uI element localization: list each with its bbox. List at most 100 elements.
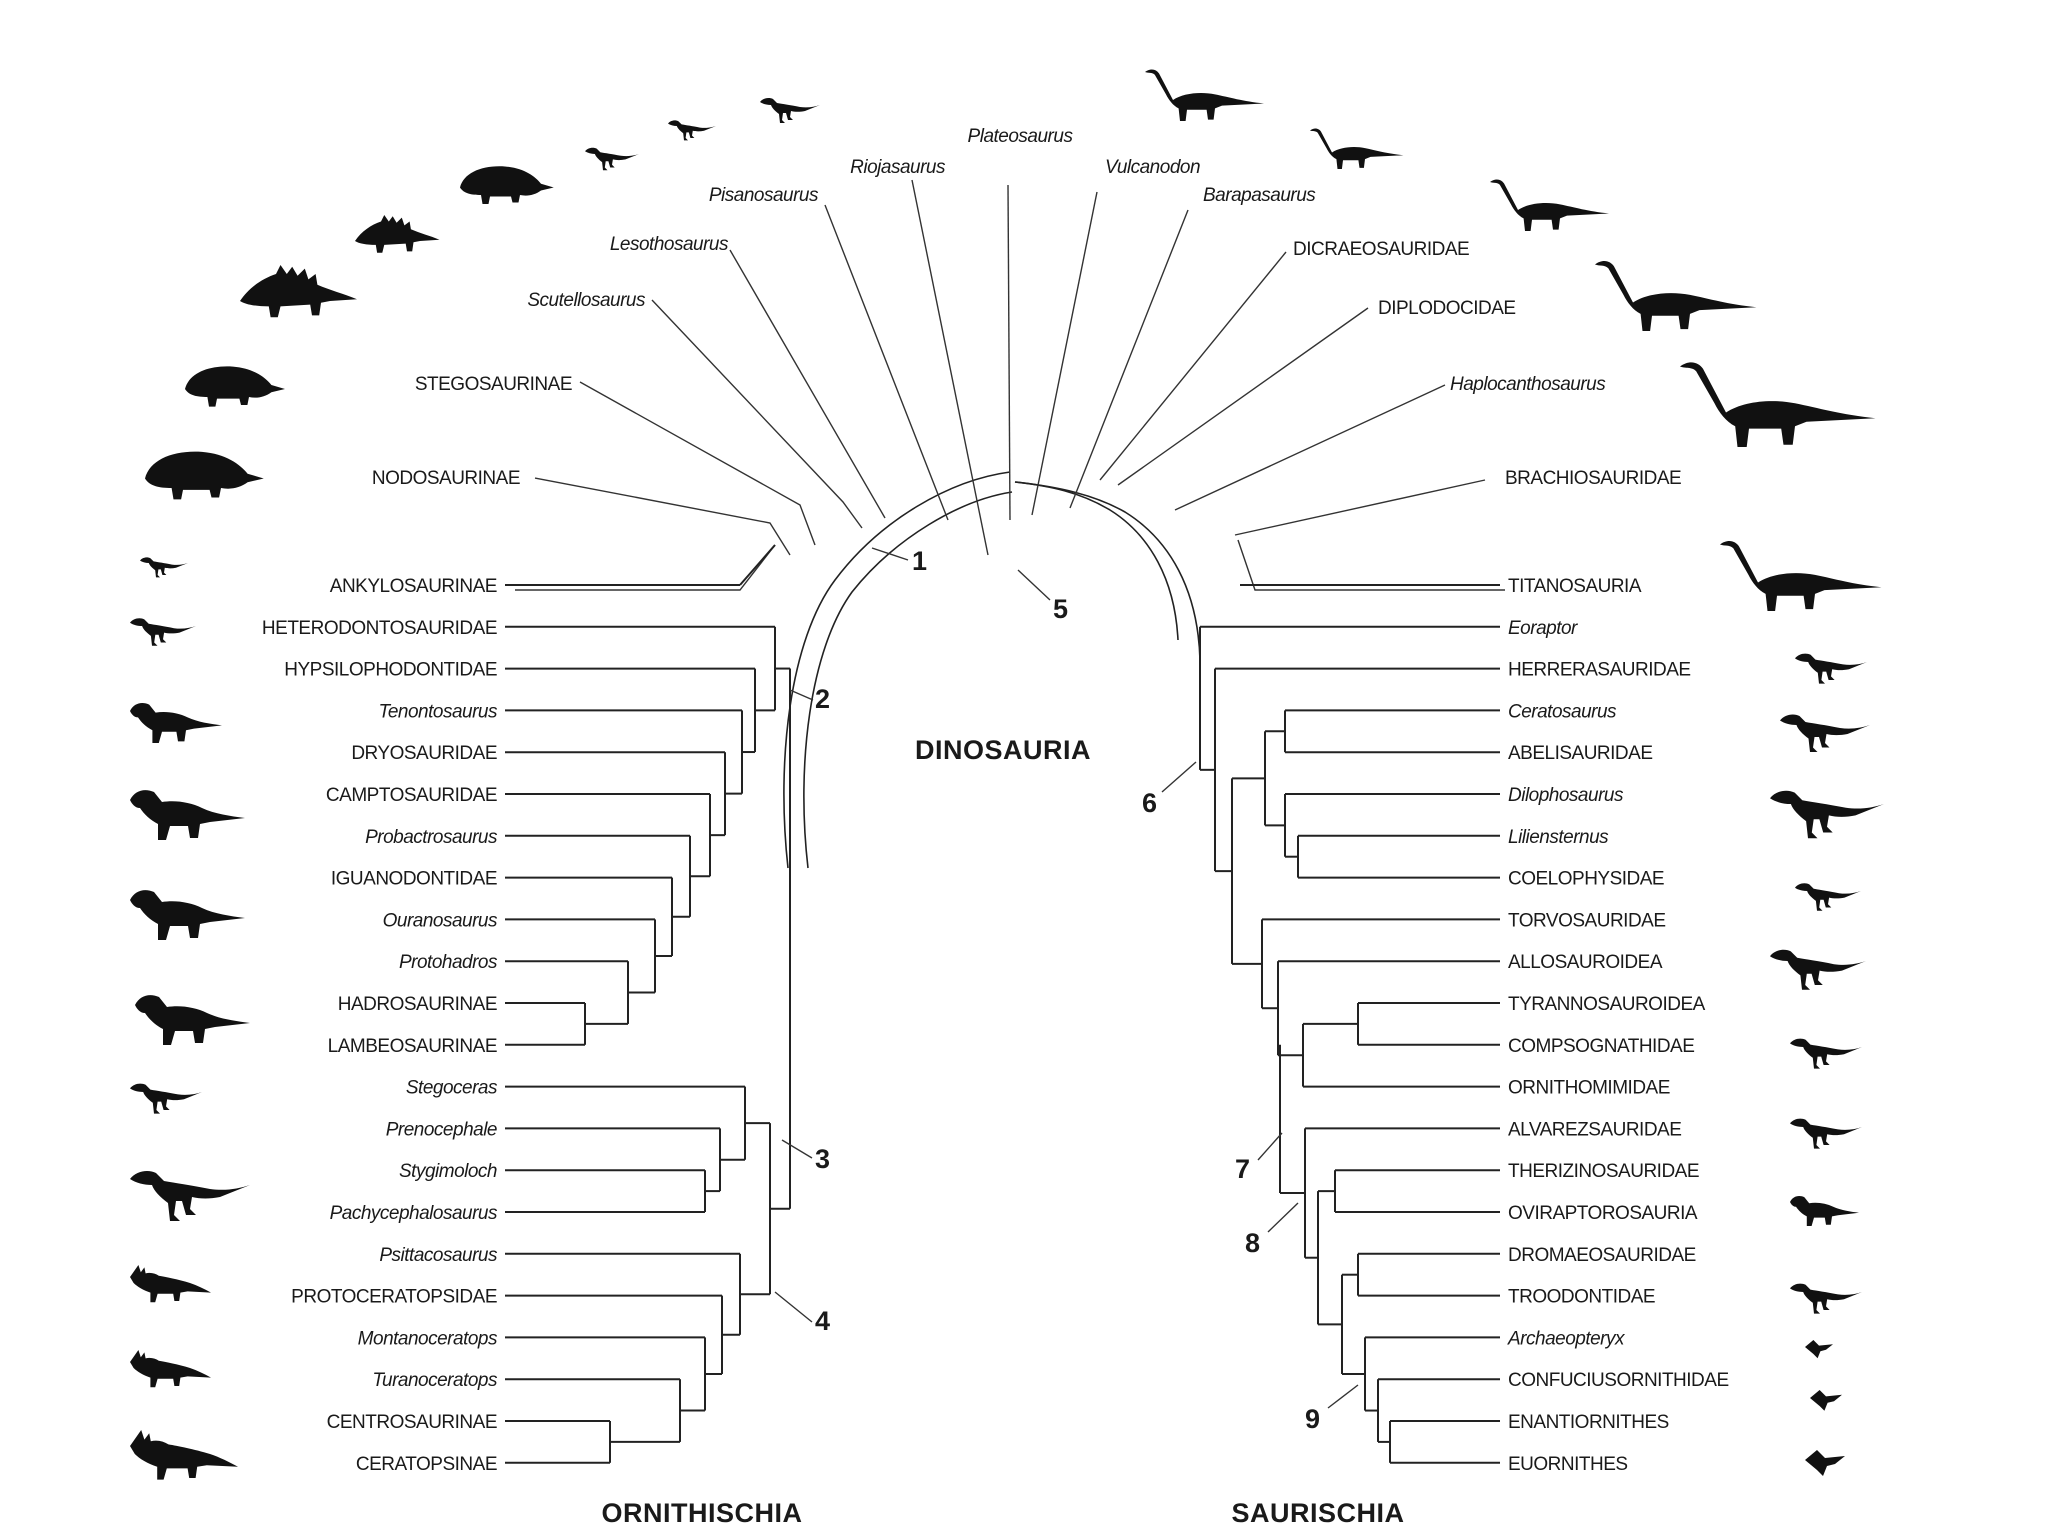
protoceratops-icon (130, 1265, 211, 1303)
taxon-riojasaurus: Riojasaurus (850, 157, 946, 178)
taxon-alvarezsauridae: ALVAREZSAURIDAE (1508, 1119, 1681, 1140)
node-leader-5 (1017, 569, 1051, 601)
taxon-stygimoloch: Stygimoloch (399, 1161, 497, 1182)
leader-plateosaurus (1007, 184, 1011, 521)
leader-lesothosaurus (729, 249, 886, 519)
taxon-barapasaurus: Barapasaurus (1203, 185, 1316, 206)
top-labels: NODOSAURINAE STEGOSAURINAE Scutellosauru… (372, 126, 1682, 489)
taxon-pisanosaurus: Pisanosaurus (709, 185, 819, 206)
taxon-hypsilophodontidae: HYPSILOPHODONTIDAE (284, 660, 497, 681)
taxon-torvosauridae: TORVOSAURIDAE (1508, 910, 1666, 931)
taxon-scutellosaurus: Scutellosaurus (527, 290, 646, 311)
taxon-allosauroidea: ALLOSAUROIDEA (1508, 952, 1663, 973)
ornithischia-labels: ANKYLOSAURINAEHETERODONTOSAURIDAEHYPSILO… (262, 576, 499, 1475)
root-arcs (783, 471, 1201, 869)
modern-bird-icon (1805, 1450, 1845, 1476)
taxon-diplodocidae: DIPLODOCIDAE (1378, 298, 1516, 319)
leader-ankylosaurinae (515, 544, 776, 591)
taxon-stegoceras: Stegoceras (406, 1078, 498, 1099)
taxon-lesothosaurus: Lesothosaurus (610, 234, 729, 255)
taxon-stegosaurinae: STEGOSAURINAE (415, 374, 572, 395)
taxon-dicraeosauridae: DICRAEOSAURIDAE (1293, 239, 1469, 260)
taxon-lambeosaurinae: LAMBEOSAURINAE (328, 1036, 497, 1057)
leader-riojasaurus (911, 179, 989, 556)
ankylosaur-nodosaur-icon (145, 451, 264, 500)
node-number-6: 6 (1142, 788, 1157, 818)
taxon-ceratopsinae: CERATOPSINAE (356, 1454, 497, 1475)
prosauropod-icon (760, 98, 820, 123)
lesothosaur-icon (585, 147, 639, 171)
tenontosaur-icon (130, 703, 222, 743)
node-leader-7 (1257, 1132, 1283, 1161)
saurischia-arc-outer (1014, 481, 1201, 661)
taxon-brachiosauridae: BRACHIOSAURIDAE (1505, 468, 1681, 489)
node-number-8: 8 (1245, 1228, 1260, 1258)
top-leaders (515, 179, 1505, 591)
taxon-ornithomimidae: ORNITHOMIMIDAE (1508, 1078, 1670, 1099)
taxon-dromaeosauridae: DROMAEOSAURIDAE (1508, 1245, 1696, 1266)
hadrosaur-icon (135, 995, 250, 1045)
barapasaur-icon (1310, 128, 1404, 169)
taxon-iguanodontidae: IGUANODONTIDAE (331, 869, 497, 890)
node-leader-8 (1267, 1202, 1299, 1233)
taxon-herrerasauridae: HERRERASAURIDAE (1508, 660, 1691, 681)
taxon-haplocanthosaurus: Haplocanthosaurus (1450, 374, 1606, 395)
herrerasaur-icon (1780, 714, 1870, 752)
leader-dicraeosauridae (1099, 251, 1287, 481)
leader-vulcanodon (1031, 191, 1098, 516)
taxon-dilophosaurus: Dilophosaurus (1508, 785, 1624, 806)
node-leader-3 (781, 1139, 813, 1159)
taxon-eoraptor: Eoraptor (1508, 618, 1578, 639)
title-dinosauria: DINOSAURIA (915, 735, 1091, 765)
taxon-coelophysidae: COELOPHYSIDAE (1508, 869, 1664, 890)
allosaur-icon (1770, 949, 1866, 990)
archaeopteryx-icon (1805, 1340, 1833, 1359)
saurischia-tree (1199, 584, 1500, 1464)
leader-barapasaurus (1069, 209, 1189, 509)
coelophysis-icon (1795, 883, 1861, 911)
node-leader-1 (871, 547, 909, 561)
dicraeosaur-icon (1490, 179, 1609, 231)
stegosaur-icon (240, 265, 357, 318)
node-leader-4 (774, 1291, 813, 1323)
ornithischia-arc (783, 471, 1011, 869)
taxon-psittacosaurus: Psittacosaurus (379, 1245, 498, 1266)
taxon-vulcanodon: Vulcanodon (1105, 157, 1200, 178)
taxon-tenontosaurus: Tenontosaurus (378, 701, 498, 722)
leader-nodosaurinae (534, 477, 791, 556)
heterodontosaur-icon (140, 557, 188, 578)
taxon-therizinosauridae: THERIZINOSAURIDAE (1508, 1161, 1699, 1182)
psittacosaur-icon (130, 1171, 250, 1221)
taxon-camptosauridae: CAMPTOSAURIDAE (326, 785, 497, 806)
taxon-plateosaurus: Plateosaurus (968, 126, 1074, 147)
title-saurischia: SAURISCHIA (1231, 1498, 1404, 1528)
taxon-dryosauridae: DRYOSAURIDAE (351, 743, 497, 764)
pachycephalosaur-icon (130, 1083, 202, 1114)
taxon-titanosauria: TITANOSAURIA (1508, 576, 1642, 597)
diplodocid-icon (1595, 261, 1757, 331)
taxon-turanoceratops: Turanoceratops (372, 1370, 498, 1391)
taxon-enantiornithes: ENANTIORNITHES (1508, 1412, 1669, 1433)
taxon-abelisauridae: ABELISAURIDAE (1508, 743, 1653, 764)
leader-haplocanthosaurus (1174, 384, 1446, 511)
leader-diplodocidae (1117, 307, 1369, 486)
scelidosaur-icon (460, 166, 554, 204)
stegosaur-small-icon (355, 215, 440, 253)
taxon-protoceratopsidae: PROTOCERATOPSIDAE (291, 1287, 497, 1308)
bird-icon (1810, 1390, 1842, 1411)
brachiosaur-icon (1680, 362, 1876, 447)
silhouettes (130, 69, 1884, 1480)
ornithischia-branch (739, 544, 776, 586)
taxon-probactrosaurus: Probactrosaurus (365, 827, 498, 848)
node-leader-2 (789, 689, 814, 701)
small-ornithischian-icon (668, 120, 716, 141)
taxon-pachycephalosaurus: Pachycephalosaurus (330, 1203, 498, 1224)
taxon-hadrosaurinae: HADROSAURINAE (338, 994, 497, 1015)
taxon-compsognathidae: COMPSOGNATHIDAE (1508, 1036, 1694, 1057)
saurischia-labels: TITANOSAURIAEoraptorHERRERASAURIDAECerat… (1507, 576, 1729, 1475)
tyrannosaur-icon (1790, 1038, 1862, 1069)
taxon-nodosaurinae: NODOSAURINAE (372, 468, 520, 489)
node-number-7: 7 (1235, 1154, 1250, 1184)
